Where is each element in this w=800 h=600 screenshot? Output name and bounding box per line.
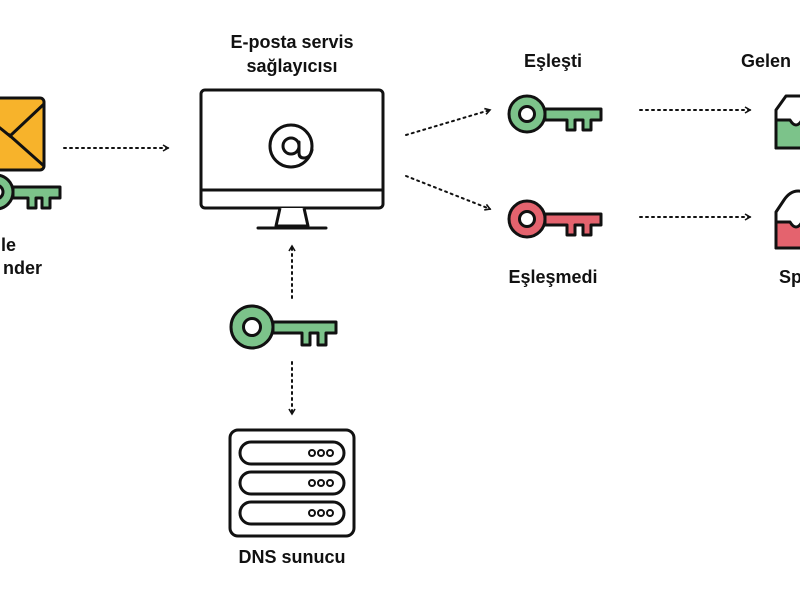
at-sign-icon (268, 123, 314, 169)
server-rack-icon (228, 428, 356, 538)
inbox-tray-icon (774, 94, 800, 150)
dns-server-label: DNS sunucu (238, 547, 346, 567)
matched-key-icon (507, 94, 603, 134)
spam-label: Sp (779, 267, 800, 287)
arrow-provider-to-matched (405, 107, 492, 136)
spam-tray-icon (774, 189, 800, 250)
envelope-icon (0, 96, 46, 172)
not-matched-label: Eşleşmedi (508, 267, 598, 287)
sender-label-line1: ile (0, 235, 16, 255)
arrow-provider-to-not-matched (405, 175, 492, 211)
computer-monitor-icon (199, 88, 385, 230)
provider-label-line1: E-posta servis (230, 32, 354, 52)
dns-key-icon (229, 304, 338, 350)
sender-label-line2: nder (2, 258, 42, 278)
sender-key-icon (0, 173, 62, 211)
provider-label-line2: sağlayıcısı (246, 56, 338, 76)
matched-label: Eşleşti (523, 51, 583, 71)
not-matched-key-icon (507, 199, 603, 239)
inbox-label: Gelen (741, 51, 792, 71)
